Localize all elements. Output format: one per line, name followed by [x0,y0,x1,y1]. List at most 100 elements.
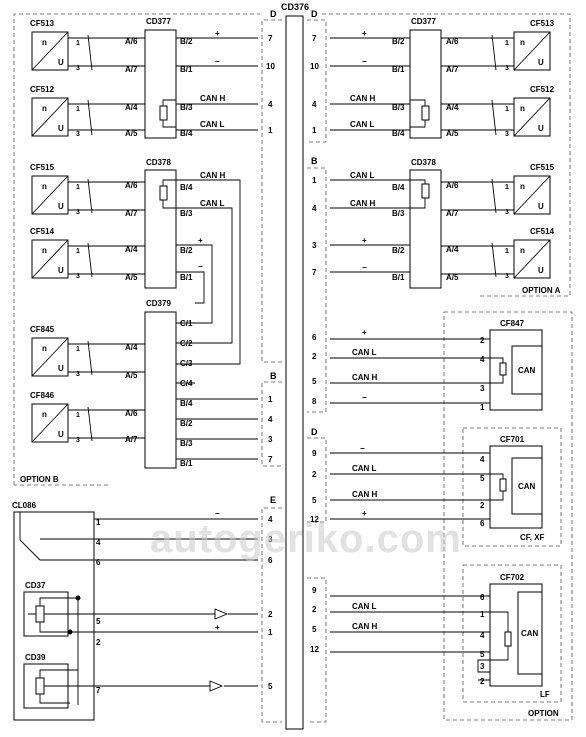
sig-canh-r4: CAN H [352,490,378,499]
cd378-right-b4: B/4 [392,183,405,192]
section-d-left: D [270,9,277,19]
cd379-c1: C/1 [180,319,193,328]
sensor-label: CF845 [30,325,55,334]
pin-cr-b-6: 6 [312,333,317,342]
sig-plus-r1: + [362,29,367,38]
sig-canh-r1: CAN H [350,94,376,103]
cd39-pot [35,677,45,695]
cd378-right-b1: B/1 [392,273,405,282]
cl086-pin-2: 2 [96,638,101,647]
sig-canl-r2: CAN L [350,171,375,180]
svg-text:n: n [520,182,525,191]
cf847-pin-4: 4 [480,355,485,364]
sig-canl-r5: CAN L [352,602,377,611]
cl086-pin-7: 7 [96,686,101,695]
sig-minus-r3: − [362,393,367,402]
section-b-left: B [270,371,277,381]
cf702-pin-3: 3 [480,662,485,671]
sensor-label: CF513 [530,19,555,28]
cf702-pin-5: 5 [480,650,485,659]
cd378-right-label: CD378 [411,158,436,167]
sensor-cf514-left: CF514 nU 13 A/4A/5 [30,227,145,282]
cd379-c-wires [176,322,226,384]
svg-text:A/5: A/5 [446,129,459,138]
sig-plus-e: + [215,623,220,632]
svg-text:n: n [42,182,47,191]
cd378-left-minus [176,271,205,304]
sig-plus-1: + [215,29,220,38]
option-label: OPTION [528,709,559,718]
cd39-label: CD39 [25,653,46,662]
svg-text:A/7: A/7 [125,65,138,74]
cf701-pin-5: 5 [480,474,485,483]
svg-text:A/4: A/4 [125,245,138,254]
cf701-label: CF701 [500,435,525,444]
svg-text:U: U [58,124,64,133]
option-frame [443,311,573,721]
cf701-res [499,478,507,492]
cd379 [144,311,177,469]
cf702-pin-4: 4 [480,631,485,640]
sensor-cf514-right: CF514 nU 13 A/4A/5 [441,227,555,282]
cd378-left-b4: B/4 [180,183,193,192]
cd37-wiper [28,597,78,633]
pin-cr-b-8: 8 [312,397,317,406]
svg-text:1: 1 [505,106,509,113]
option-a-label: OPTION A [522,286,561,295]
cf701-pin-4: 4 [480,455,485,464]
cd37-pot [35,605,45,623]
svg-text:U: U [58,266,64,275]
svg-text:3: 3 [505,65,509,72]
cd376-left-d-outline [261,19,282,363]
cd377-left-b1: B/1 [180,65,193,74]
sig-plus-r3: + [362,328,367,337]
cd377-left-b2: B/2 [180,37,193,46]
pin-cr-b-3: 3 [312,241,317,250]
svg-text:1: 1 [76,184,80,191]
option-a-boundary [322,13,571,297]
cf702-pin-6: 6 [480,593,485,602]
svg-text:1: 1 [76,106,80,113]
option-b-boundary [13,13,260,486]
pin-cl-b-7: 7 [268,455,273,464]
sig-canl-r4: CAN L [352,464,377,473]
pin-cl-e-3: 3 [268,535,273,544]
sensor-label: CF513 [30,19,55,28]
svg-text:n: n [42,410,47,419]
cd377-right-b4: B/4 [392,129,405,138]
pin-cl-e-2: 2 [268,610,273,619]
section-d2-right: D [311,427,318,437]
svg-text:1: 1 [505,40,509,47]
cf701-pin-6: 6 [480,519,485,528]
cf847-pin-3: 3 [480,384,485,393]
cd378-left-b1: B/1 [180,273,193,282]
svg-text:U: U [58,364,64,373]
cl086-pin-1: 1 [96,518,101,527]
sensor-cf513-left: CF513 nU 13 A/6A/7 [30,19,145,74]
pin-cr-b-1: 1 [312,176,317,185]
sensor-cf845: CF845 nU 13 A/4A/5 [30,325,145,380]
cd376-right-d2-outline [307,437,327,523]
cf702-res [504,631,512,647]
sig-minus-r1: − [362,57,367,66]
cd379-label: CD379 [146,299,171,308]
pin-cr-d2-2: 2 [312,470,317,479]
svg-text:U: U [58,58,64,67]
cd379-b4: B/4 [180,399,193,408]
cl086-pin-5: 5 [96,617,101,626]
svg-text:A/7: A/7 [125,209,138,218]
sig-plus-r2: + [362,236,367,245]
svg-text:A/5: A/5 [446,273,459,282]
cf701-variant: CF, XF [520,533,545,542]
cd376-label: CD376 [281,2,309,12]
pin-cr-b-7: 7 [312,268,317,277]
sensor-label: CF512 [30,85,55,94]
cd378-right-resistor [421,183,430,199]
svg-text:3: 3 [505,131,509,138]
cd379-b-wires [176,398,258,460]
cf702-pin-2: 2 [480,677,485,686]
cf847-wires [330,338,504,404]
svg-text:A/5: A/5 [125,371,138,380]
watermark: autogeriko.com [150,517,462,561]
cd376-right-b-outline [307,167,327,413]
